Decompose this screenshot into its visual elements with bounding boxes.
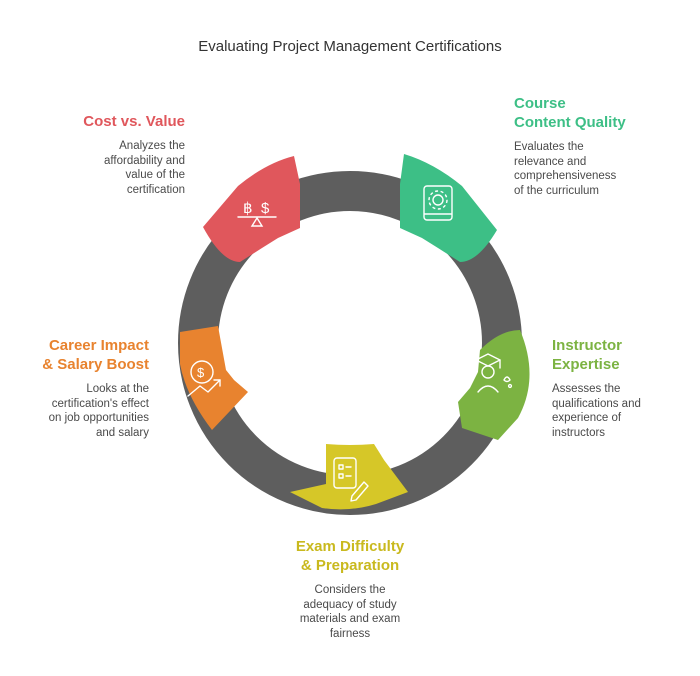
career-title: Career Impact & Salary Boost xyxy=(42,337,149,373)
course-description: Evaluates the relevance and comprehensiv… xyxy=(514,141,617,197)
exam-title: Exam Difficulty & Preparation xyxy=(295,538,405,574)
dollar-growth-icon: $ xyxy=(187,360,221,397)
career-block: Career Impact & Salary Boost Looks at th… xyxy=(10,336,149,440)
segment-instructor-shape xyxy=(458,330,530,440)
exam-block: Exam Difficulty & Preparation Considers … xyxy=(260,537,440,641)
checklist-pen-icon xyxy=(333,457,369,502)
instructor-block: Instructor Expertise Assesses the qualif… xyxy=(552,336,692,440)
graduate-icon xyxy=(475,353,513,393)
cost-title: Cost vs. Value xyxy=(83,113,185,130)
segment-instructor xyxy=(458,330,530,440)
segment-career-shape xyxy=(180,326,248,430)
segment-course xyxy=(400,154,497,262)
instructor-description: Assesses the qualifications and experien… xyxy=(552,383,641,439)
book-gear-icon xyxy=(423,185,453,221)
page-title: Evaluating Project Management Certificat… xyxy=(198,38,502,55)
exam-description: Considers the adequacy of study material… xyxy=(299,584,401,640)
svg-text:$: $ xyxy=(261,200,270,217)
career-description: Looks at the certification's effect on j… xyxy=(48,383,149,439)
svg-text:฿: ฿ xyxy=(243,200,253,217)
segment-cost: ฿ $ xyxy=(203,156,300,262)
segment-career: $ xyxy=(180,326,248,430)
segment-course-shape xyxy=(400,154,497,262)
course-title: Course Content Quality xyxy=(514,95,626,131)
cost-description: Analyzes the affordability and value of … xyxy=(104,140,185,196)
scale-currency-icon: ฿ $ xyxy=(237,200,277,227)
cost-block: Cost vs. Value Analyzes the affordabilit… xyxy=(45,112,185,197)
course-block: Course Content Quality Evaluates the rel… xyxy=(514,94,664,198)
instructor-title: Instructor Expertise xyxy=(552,337,623,373)
segment-cost-shape xyxy=(203,156,300,262)
svg-text:$: $ xyxy=(197,365,205,380)
segment-exam xyxy=(290,444,408,510)
